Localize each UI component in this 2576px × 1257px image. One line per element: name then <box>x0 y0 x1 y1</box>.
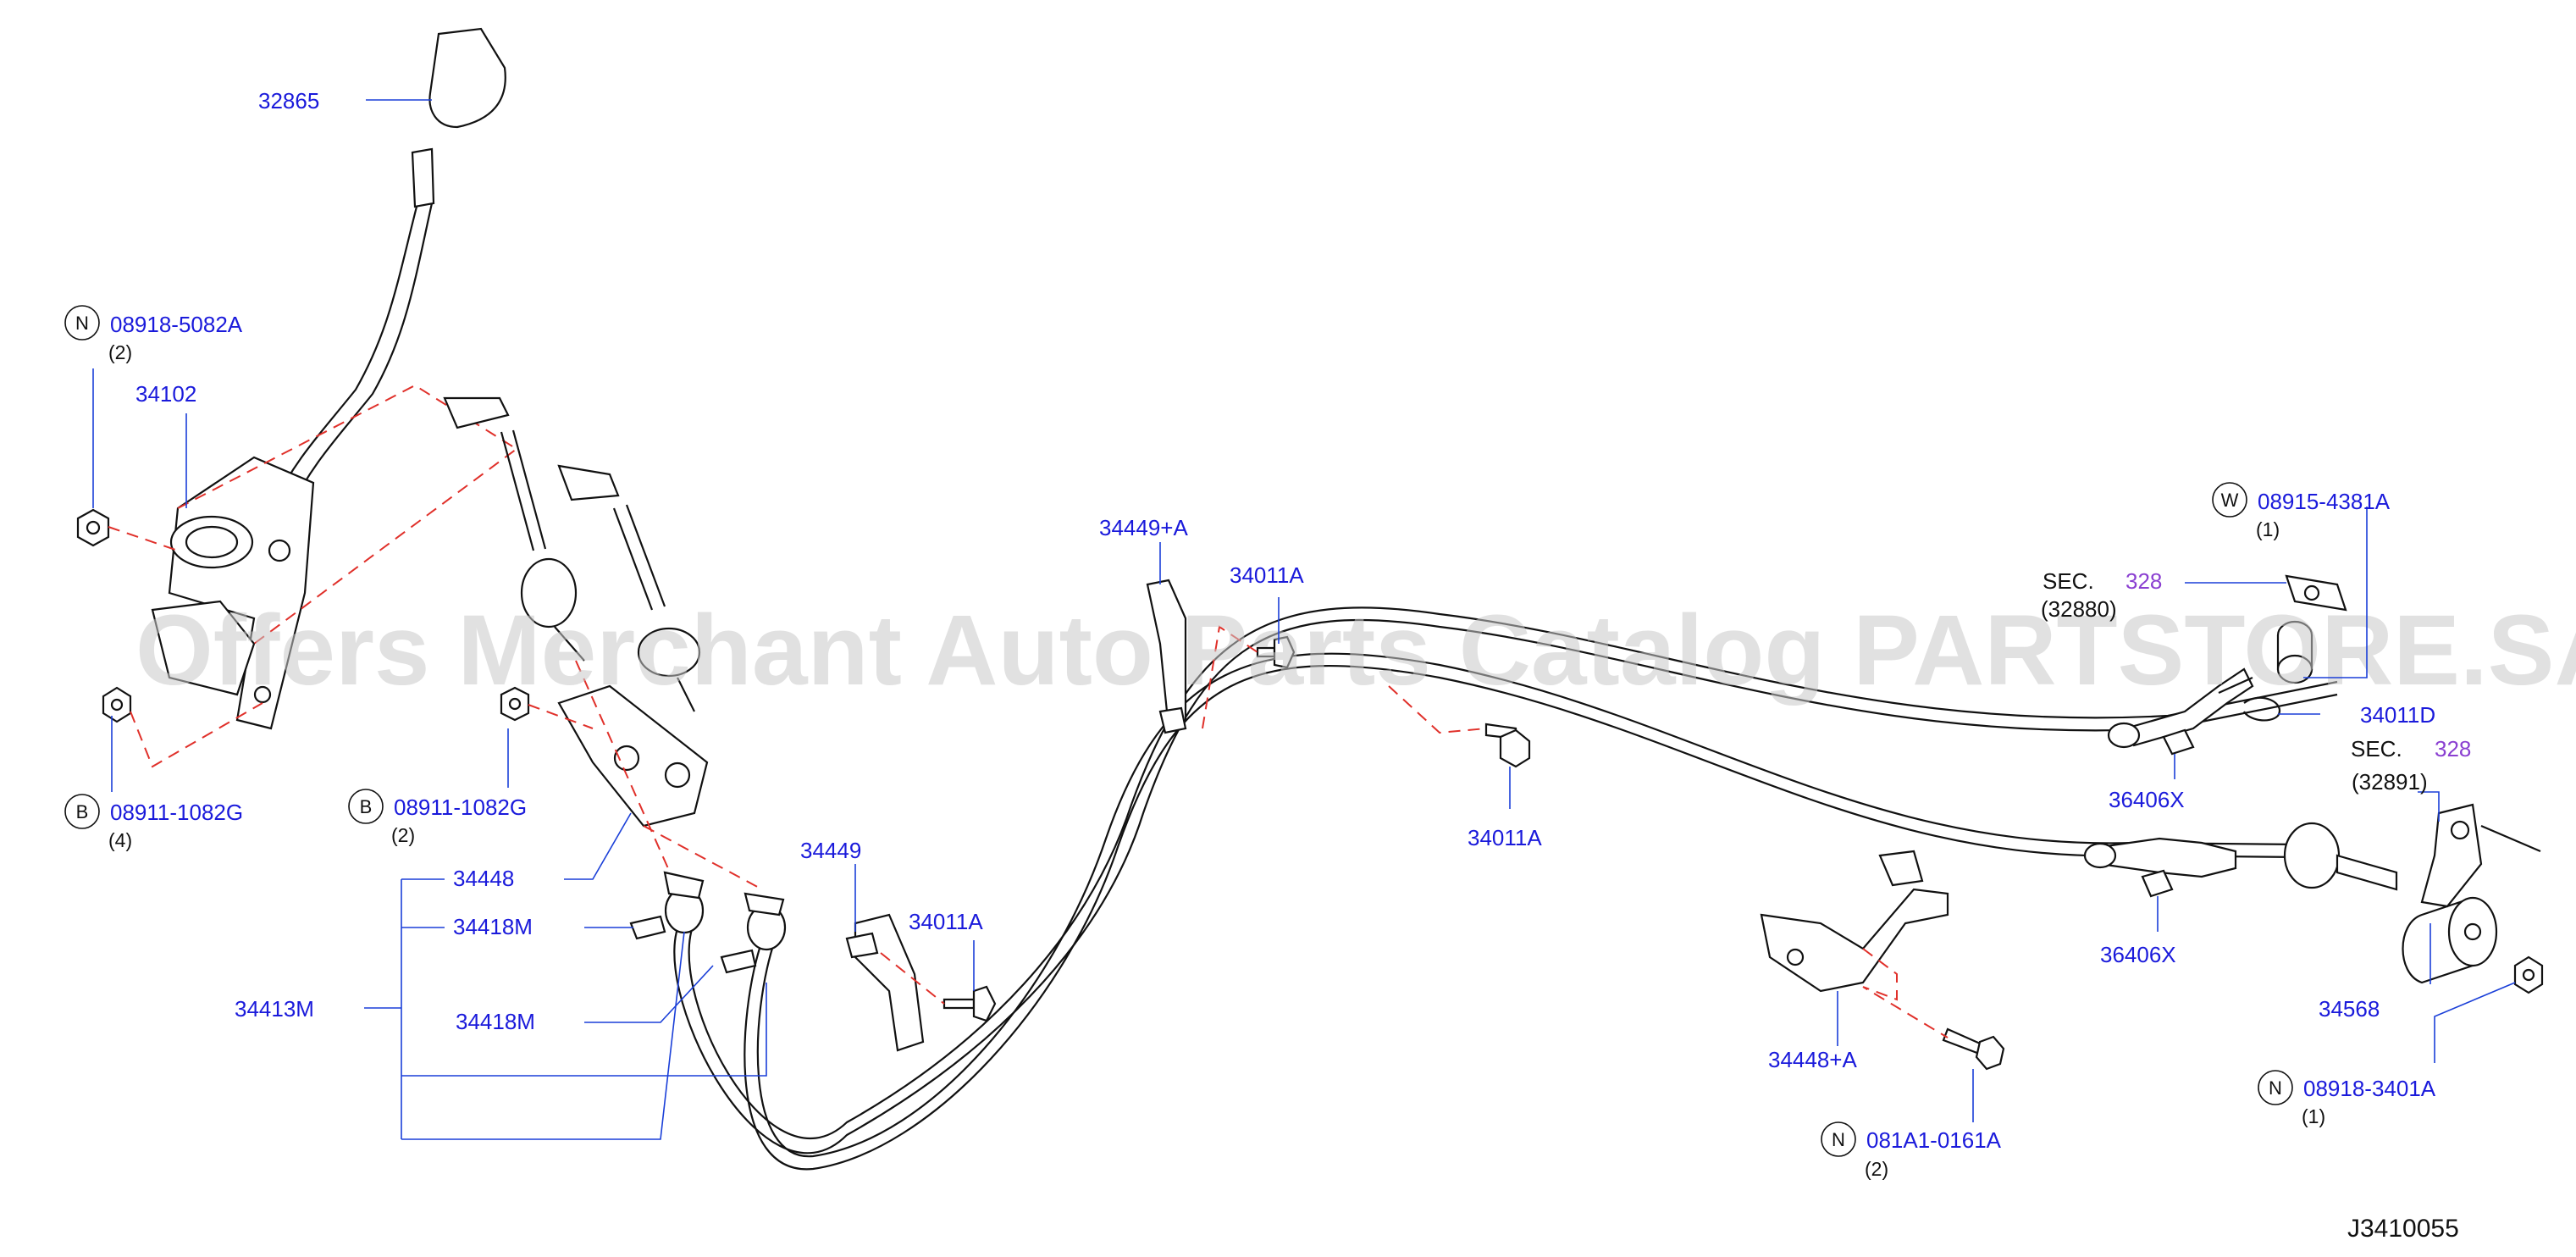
part-label-34449[interactable]: 34449 <box>800 838 861 863</box>
cable-bracket-34449a[interactable] <box>1146 579 1187 734</box>
part-qty: (1) <box>2256 518 2280 540</box>
bolt-34011a-lower[interactable] <box>943 985 997 1022</box>
cable-clip-a[interactable] <box>629 915 666 940</box>
cable-clip-b[interactable] <box>720 949 757 974</box>
clip-36406x-lower[interactable] <box>2141 869 2174 898</box>
rubber-bushing[interactable] <box>2402 896 2498 984</box>
bracket-nut[interactable] <box>500 686 530 722</box>
badge-letter: B <box>360 796 373 817</box>
sec-number[interactable]: 328 <box>2125 568 2162 594</box>
cable-bracket-34449[interactable] <box>845 913 925 1052</box>
badge-b <box>348 789 384 824</box>
part-qty: (2) <box>108 341 132 363</box>
part-label[interactable]: 08911-1082G <box>394 795 527 820</box>
leader-lines <box>92 99 2516 1140</box>
part-label-34011a-right[interactable]: 34011A <box>1468 825 1542 850</box>
assembly-line <box>575 660 763 890</box>
part-label-34413m[interactable]: 34413M <box>235 996 314 1022</box>
part-label-34011a-top[interactable]: 34011A <box>1230 562 1304 588</box>
watermark: Offers Merchant Auto Parts Catalog PARTS… <box>135 595 2576 706</box>
bolt-34011a-top[interactable] <box>1256 635 1296 669</box>
badge-n <box>1821 1121 1856 1157</box>
part-qty: (2) <box>1865 1158 1888 1180</box>
sec-ref-text: (32891) <box>2352 769 2428 795</box>
clip-36406x-upper[interactable] <box>2162 728 2195 756</box>
badge-w <box>2212 482 2247 518</box>
sec-ref-text: (32880) <box>2041 596 2117 622</box>
part-label[interactable]: 08911-1082G <box>110 800 243 825</box>
callout-08918-3401a[interactable]: N 08918-3401A (1) <box>2258 1070 2436 1127</box>
part-qty: (1) <box>2302 1105 2325 1127</box>
part-label[interactable]: 08918-3401A <box>2303 1076 2436 1101</box>
assembly-line <box>1202 625 1258 729</box>
cable-lower-end-a <box>663 871 705 934</box>
assembly-line <box>880 952 945 1005</box>
assembly-line <box>1862 948 1949 1038</box>
shift-lever <box>270 147 435 513</box>
callout-08911-1082g-mid[interactable]: B 08911-1082G (2) <box>348 789 527 846</box>
part-label-34102[interactable]: 34102 <box>135 381 196 407</box>
bushing-34568[interactable] <box>2283 822 2398 891</box>
part-label-34448a[interactable]: 34448+A <box>1768 1047 1857 1072</box>
washer-08915-4381a[interactable] <box>2285 574 2347 612</box>
part-label-34011d[interactable]: 34011D <box>2360 702 2435 728</box>
part-label[interactable]: 08915-4381A <box>2258 489 2391 514</box>
cable-bracket[interactable] <box>557 684 709 828</box>
sec-number[interactable]: 328 <box>2435 736 2471 761</box>
bracket-34448a[interactable] <box>1760 850 1949 993</box>
part-label-34568[interactable]: 34568 <box>2319 996 2380 1022</box>
bolt[interactable] <box>102 686 132 723</box>
assembly-line <box>108 526 179 551</box>
part-label-34448[interactable]: 34448 <box>453 866 514 891</box>
callout-081a1-0161a[interactable]: N 081A1-0161A (2) <box>1821 1121 2002 1180</box>
assembly-line <box>177 384 518 645</box>
sec-ref-32880[interactable]: SEC. 328 (32880) <box>2041 568 2162 622</box>
part-label-34418m-b[interactable]: 34418M <box>456 1009 535 1034</box>
cable-end-fitting-upper <box>2107 667 2254 749</box>
cable-end-fitting-lower <box>2083 837 2237 878</box>
cotter-pin[interactable] <box>2243 696 2281 722</box>
part-label[interactable]: 081A1-0161A <box>1866 1127 2002 1153</box>
shift-knob[interactable] <box>428 27 506 129</box>
sec-prefix: SEC. <box>2043 568 2094 594</box>
shift-cable-assembly <box>673 606 2338 1171</box>
callout-08915-4381a[interactable]: W 08915-4381A (1) <box>2212 482 2391 540</box>
part-label-32865[interactable]: 32865 <box>258 88 319 114</box>
part-qty: (2) <box>391 824 415 846</box>
bolt-34011a-right[interactable] <box>1484 723 1531 768</box>
badge-n <box>64 305 100 341</box>
badge-n <box>2258 1070 2293 1105</box>
badge-letter: N <box>75 313 89 334</box>
badge-letter: B <box>76 801 89 822</box>
lever-bracket <box>2420 803 2541 908</box>
badge-letter: N <box>2269 1077 2282 1099</box>
assembly-line <box>130 702 263 768</box>
bolt-081a1-0161a[interactable] <box>1942 1027 2005 1071</box>
badge-b <box>64 794 100 829</box>
assembly-line <box>528 704 594 729</box>
part-label-34449a[interactable]: 34449+A <box>1099 515 1188 540</box>
badge-letter: N <box>1832 1129 1845 1150</box>
badge-letter: W <box>2221 490 2239 511</box>
part-label-34011a-lower[interactable]: 34011A <box>909 909 983 934</box>
nut-08918-3401a[interactable] <box>2513 955 2544 994</box>
cable-end-a <box>443 396 585 662</box>
nut[interactable] <box>76 508 110 547</box>
cable-end-b <box>557 464 701 712</box>
part-label-34418m-a[interactable]: 34418M <box>453 914 533 939</box>
callout-08918-5082a[interactable]: N 08918-5082A (2) <box>64 305 243 363</box>
sec-ref-32891[interactable]: SEC. 328 (32891) <box>2351 736 2471 795</box>
part-label-36406x-b[interactable]: 36406X <box>2100 942 2176 967</box>
shift-control-device[interactable] <box>151 456 315 730</box>
sec-prefix: SEC. <box>2351 736 2402 761</box>
cable-lower-end-b <box>744 892 787 951</box>
part-qty: (4) <box>108 829 132 851</box>
part-label-36406x-a[interactable]: 36406X <box>2109 787 2185 812</box>
assembly-line <box>1388 685 1487 734</box>
callout-08911-1082g-left[interactable]: B 08911-1082G (4) <box>64 794 243 851</box>
diagram-id: J3410055 <box>2347 1215 2459 1243</box>
part-label[interactable]: 08918-5082A <box>110 312 243 337</box>
bushing-34011d[interactable] <box>2276 620 2313 684</box>
